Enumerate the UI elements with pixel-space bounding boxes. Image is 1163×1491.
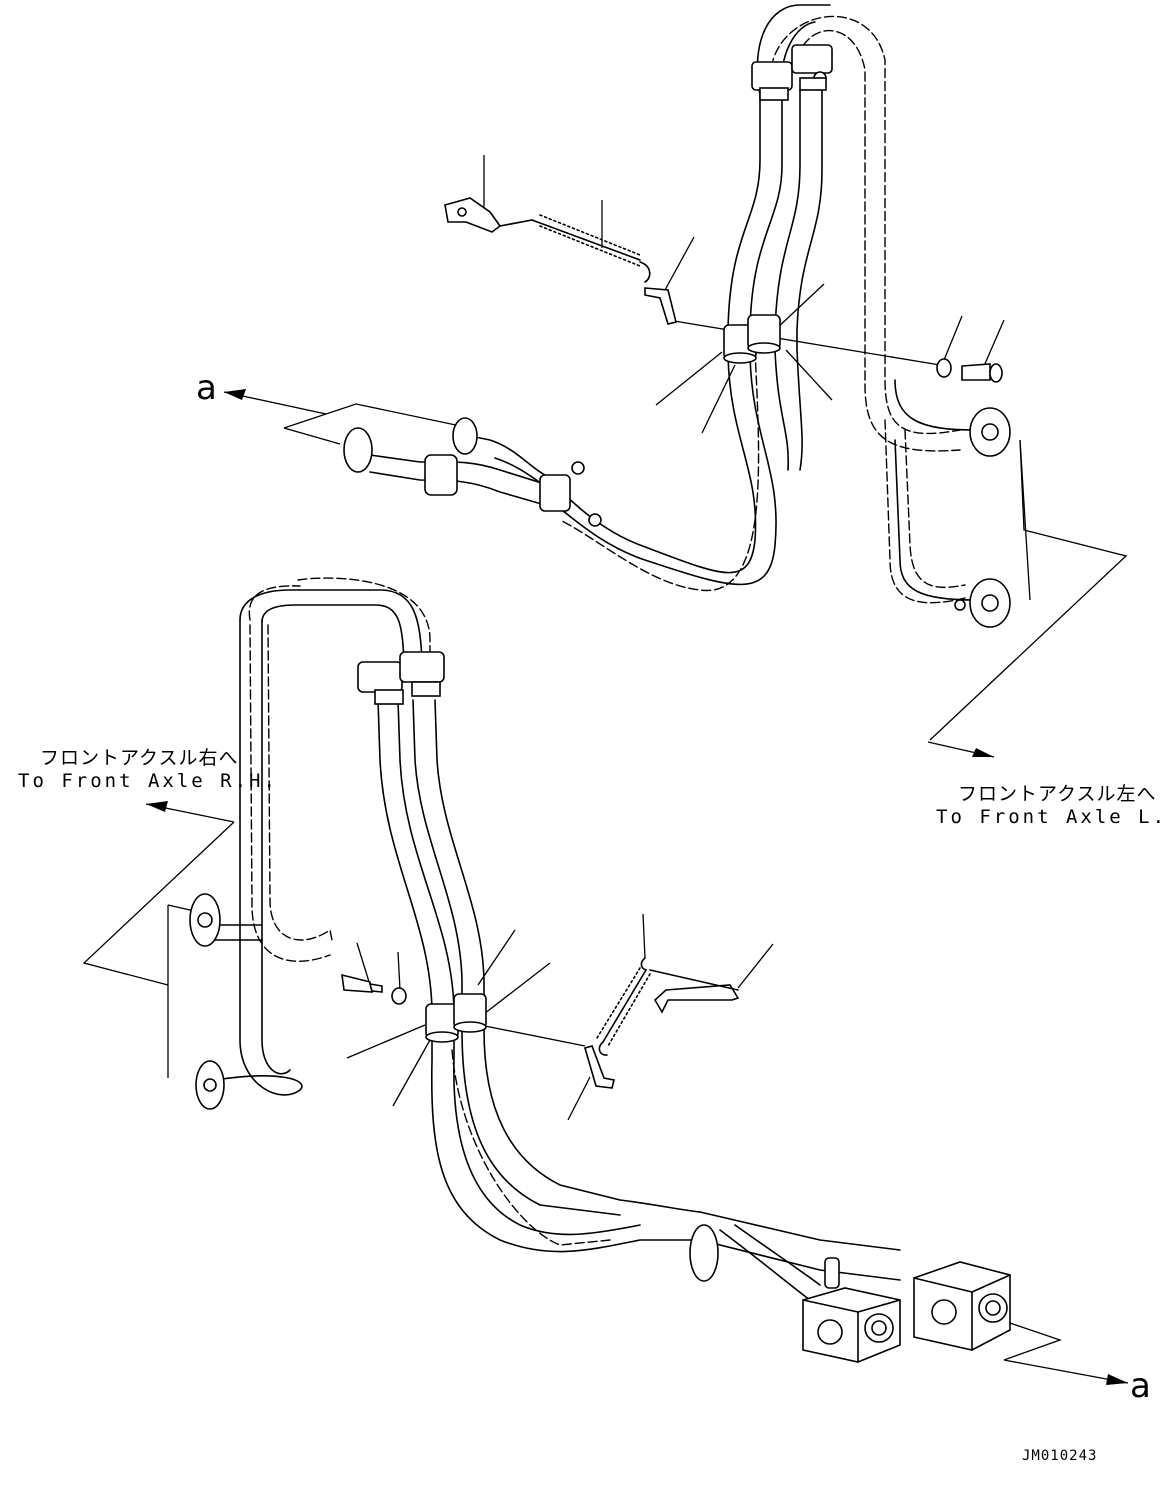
- lower-leader-lines: [82, 801, 1129, 1385]
- label-front-axle-rh-ja: フロントアクスル右へ: [40, 747, 239, 769]
- upper-fittings: [343, 44, 1011, 628]
- hose-hidden-upper: [769, 15, 961, 435]
- drawing-code: JM010243: [1022, 1448, 1098, 1464]
- hose-main-lower: [209, 589, 901, 1301]
- upper-spring-bracket-set: [444, 197, 1003, 383]
- hose-main-upper: [369, 4, 976, 601]
- upper-hose-clamps: [723, 314, 781, 364]
- lower-hose-clamps: [425, 993, 487, 1043]
- label-front-axle-rh-en: To Front Axle R.H.: [18, 770, 278, 792]
- label-front-axle-lh-ja: フロントアクスル左へ: [958, 783, 1157, 805]
- label-front-axle-lh-en: To Front Axle L.H.: [936, 806, 1163, 828]
- lower-spring-bracket-set: [341, 957, 740, 1089]
- lower-fittings: [189, 651, 1011, 1363]
- reference-mark-a-bottom: a: [1130, 1366, 1151, 1406]
- lower-hose-assembly: [82, 577, 1129, 1385]
- hose-hidden-lower: [297, 577, 431, 661]
- upper-hose-assembly: [223, 4, 1128, 758]
- reference-mark-a-top: a: [196, 368, 217, 408]
